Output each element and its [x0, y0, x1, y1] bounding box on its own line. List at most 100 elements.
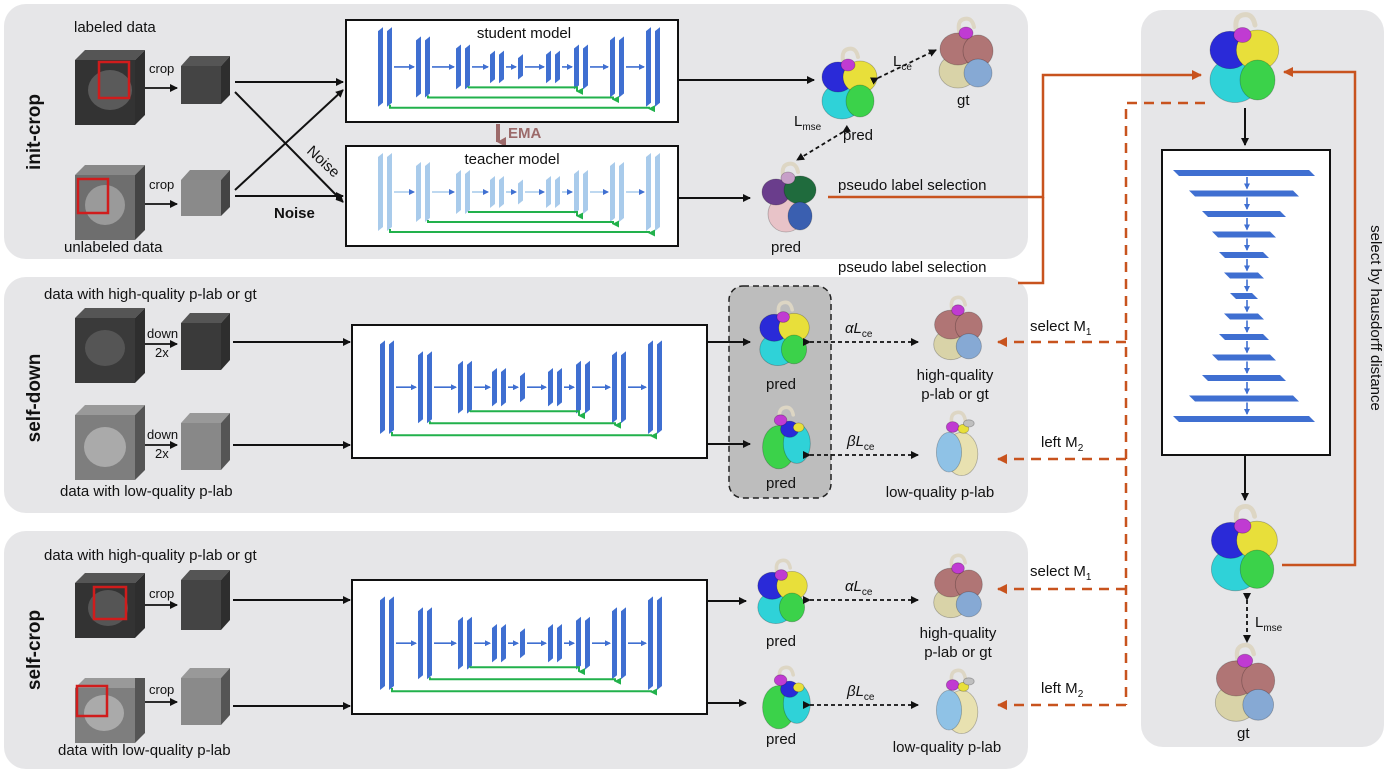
- crop-model-box: [351, 579, 708, 715]
- labeled-data-label: labeled data: [74, 19, 156, 36]
- heart-chamber: [845, 84, 875, 118]
- unet-layer: [458, 360, 463, 414]
- unet-layer: [657, 596, 662, 690]
- unet-layer: [583, 44, 588, 90]
- heart-chamber: [792, 682, 805, 693]
- heart-chamber: [936, 690, 963, 731]
- unet-layer: [585, 616, 590, 670]
- teacher-model-label: teacher model: [464, 151, 559, 168]
- heart-chamber: [951, 304, 965, 317]
- skip-connection: [427, 95, 619, 104]
- unet-layer: [612, 351, 617, 424]
- lce-dashed-arrow: [869, 49, 937, 85]
- unet-layer: [555, 176, 560, 208]
- unlabeled-data-label: unlabeled data: [64, 239, 163, 256]
- unet-layer: [574, 170, 579, 214]
- unet-layer: [380, 596, 385, 690]
- ema-label: EMA: [508, 125, 542, 142]
- unet-layer: [646, 27, 651, 107]
- unet-layer: [619, 162, 624, 222]
- unet-layer: [655, 153, 660, 231]
- unet-layer: [576, 360, 581, 414]
- heart-chamber: [963, 58, 993, 88]
- unet-layer: [621, 607, 626, 680]
- init-lce-label: Lce: [893, 53, 912, 73]
- pseudo-selection-path: [828, 70, 1202, 199]
- init-gt-heart: [938, 16, 994, 89]
- crop-lq-data-label: data with low-quality p-lab: [58, 742, 231, 759]
- down-model-box: [351, 324, 708, 459]
- crop-hq-label-1: high-quality: [920, 625, 997, 642]
- unet-layer: [416, 162, 421, 222]
- teacher-pred-heart: [761, 161, 817, 233]
- down-label-1: down: [147, 326, 178, 341]
- down-pred2-label: pred: [766, 475, 796, 492]
- heart-vessel: [949, 553, 967, 572]
- init-gt-label: gt: [957, 92, 970, 109]
- init-lmse-label: Lmse: [794, 113, 822, 133]
- down-hq-label-2: p-lab or gt: [921, 386, 989, 403]
- unlabeled-to-student-arrow: [234, 89, 344, 191]
- unet-layer: [490, 50, 495, 84]
- unet-layer: [499, 176, 504, 208]
- crop-unet: [380, 596, 662, 696]
- heart-chamber: [780, 171, 796, 185]
- unet-layer: [546, 50, 551, 84]
- lmse-dashed-arrow: [796, 124, 852, 161]
- unet-layer: [492, 368, 497, 407]
- unet-layer: [520, 628, 525, 659]
- unet-layer: [456, 170, 461, 214]
- right-top-heart: [1209, 12, 1280, 103]
- crop-label-2: crop: [149, 177, 174, 192]
- unet-layer: [492, 624, 497, 663]
- student-pred-label: pred: [843, 127, 873, 144]
- refine-layer: [1212, 354, 1276, 361]
- section-title-self-down: self-down: [24, 354, 45, 443]
- heart-vessel: [949, 410, 967, 429]
- refine-layer: [1189, 190, 1299, 197]
- crop-hq-volume: [75, 573, 145, 638]
- refine-network-layers: [1173, 170, 1315, 422]
- down-scale-2: 2x: [155, 446, 169, 461]
- student-unet: [378, 27, 660, 113]
- noise-label: Noise: [274, 205, 315, 222]
- heart-vessel: [1233, 504, 1257, 529]
- refine-layer: [1212, 231, 1276, 238]
- cropped-unlabeled-volume: [181, 170, 230, 216]
- unet-layer: [490, 176, 495, 208]
- heart-chamber: [945, 679, 960, 691]
- section-title-init-crop: init-crop: [24, 94, 45, 170]
- skip-connection: [391, 432, 657, 440]
- unet-layer: [425, 162, 430, 222]
- unet-layer: [387, 153, 392, 231]
- heart-chamber: [1233, 518, 1252, 534]
- right-gt-label: gt: [1237, 725, 1250, 742]
- heart-chamber: [1242, 688, 1274, 721]
- heart-vessel: [949, 668, 967, 687]
- crop-pred2-label: pred: [766, 731, 796, 748]
- unet-layer: [612, 607, 617, 680]
- unet-layer: [499, 50, 504, 84]
- unet-layer: [648, 596, 653, 690]
- unet-layer: [574, 44, 579, 90]
- crop-hq-heart: [933, 553, 983, 619]
- down-lq-small-volume: [181, 413, 230, 470]
- heart-chamber: [787, 201, 813, 231]
- unet-layer: [501, 368, 506, 407]
- heart-chamber: [1239, 59, 1276, 101]
- heart-chamber: [958, 26, 974, 40]
- unet-layer: [378, 27, 383, 107]
- down-hq-heart: [933, 295, 983, 361]
- crop-lq-label: low-quality p-lab: [893, 739, 1001, 756]
- down-lq-data-label: data with low-quality p-lab: [60, 483, 233, 500]
- unet-layer: [465, 44, 470, 90]
- teacher-pred-label: pred: [771, 239, 801, 256]
- unet-layer: [389, 596, 394, 690]
- down-label-2: down: [147, 427, 178, 442]
- right-gt-heart: [1214, 642, 1276, 722]
- heart-chamber: [957, 681, 970, 692]
- skip-connection: [427, 220, 619, 228]
- crop-hq-data-label: data with high-quality p-lab or gt: [44, 547, 257, 564]
- crop-lq-small-volume: [181, 668, 230, 725]
- heart-chamber: [962, 419, 975, 428]
